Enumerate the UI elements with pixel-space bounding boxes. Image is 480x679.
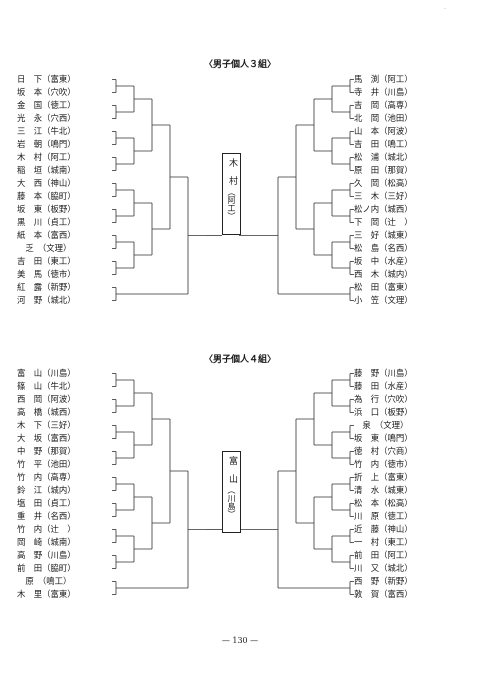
player-entry: 為 行（穴吹） <box>354 394 413 404</box>
player-entry: 紙 本（富西） <box>17 230 76 240</box>
player-entry: 吉 岡（高専） <box>354 100 413 110</box>
player-entry: 富 山（川島） <box>17 368 76 378</box>
player-entry: 西 野（新野） <box>354 576 413 586</box>
player-entry: 一 村（東工） <box>354 537 413 547</box>
player-entry: 敦 賀（富西） <box>354 589 413 599</box>
right-player-list: 藤 野（川島） 藤 田（水産） 為 行（穴吹） 浜 口（板野） 泉 （文理） 坂 東（鳴… <box>354 367 413 601</box>
player-entry: 高 野（川島） <box>17 550 76 560</box>
player-entry: 塩 田（貞工） <box>17 498 76 508</box>
player-entry: 篠 山（牛北） <box>17 381 76 391</box>
winner-name: 富 山 <box>227 456 237 483</box>
right-player-list: 馬 渕（阿工） 寺 井（川島） 吉 岡（高専） 北 岡（池田） 山 本（阿波） 吉 田（鳴… <box>354 73 413 307</box>
player-entry: 坂 中（水産） <box>354 256 413 266</box>
player-entry: 鈴 江（城内） <box>17 485 76 495</box>
left-player-list: 富 山（川島） 篠 山（牛北） 西 岡（阿波） 高 橋（城西） 木 下（三好） 大 坂（富… <box>17 367 76 601</box>
player-entry: 山 本（阿波） <box>354 126 413 136</box>
player-entry: 久 岡（松高） <box>354 178 413 188</box>
block-title: 〈男子個人４組〉 <box>203 355 276 365</box>
player-entry: 三 江（牛北） <box>17 126 76 136</box>
player-entry: 美 馬（徳市） <box>17 269 76 279</box>
player-entry: 松 島（名西） <box>354 243 413 253</box>
block-title: 〈男子個人３組〉 <box>203 60 276 70</box>
player-entry: 三 木（三好） <box>354 191 413 201</box>
player-entry: 木 村（阿工） <box>17 152 76 162</box>
player-entry: 大 西（神山） <box>17 178 76 188</box>
page-mark: . <box>444 4 446 11</box>
player-entry: 金 国（徳工） <box>17 100 76 110</box>
player-entry: 木 下（三好） <box>17 420 76 430</box>
player-entry: 川 原（徳工） <box>354 511 413 521</box>
player-entry: 徳 村（穴商） <box>354 446 413 456</box>
player-entry: 光 永（穴西） <box>17 113 76 123</box>
player-entry: 大 坂（富西） <box>17 433 76 443</box>
player-entry: 西 岡（阿波） <box>17 394 76 404</box>
player-entry: 原 田（那賀） <box>354 165 413 175</box>
player-entry: 浜 口（板野） <box>354 407 413 417</box>
player-entry: 河 野（城北） <box>17 295 76 305</box>
player-entry: 前 田（脇町） <box>17 563 76 573</box>
player-entry: 清 水（城東） <box>354 485 413 495</box>
player-entry: 原 （鳴工） <box>17 576 72 586</box>
player-entry: 泉 （文理） <box>354 420 409 430</box>
winner-name: 木 村 <box>227 158 237 185</box>
player-entry: 下 岡（辻 ） <box>354 217 413 227</box>
player-entry: 重 井（名西） <box>17 511 76 521</box>
player-entry: 坂 本（穴吹） <box>17 87 76 97</box>
player-entry: 中 野（那賀） <box>17 446 76 456</box>
player-entry: 木 里（富東） <box>17 589 76 599</box>
player-entry: 三 好（城東） <box>354 230 413 240</box>
winner-school: （川島） <box>227 486 236 518</box>
player-entry: 松 田（富東） <box>354 282 413 292</box>
left-player-list: 日 下（富東） 坂 本（穴吹） 金 国（徳工） 光 永（穴西） 三 江（牛北） 岩 朝（鳴… <box>17 73 76 307</box>
player-entry: 乏 （文理） <box>17 243 72 253</box>
player-entry: 黒 川（貞工） <box>17 217 76 227</box>
player-entry: 竹 内（辻 ） <box>17 524 76 534</box>
player-entry: 藤 野（川島） <box>354 368 413 378</box>
player-entry: 岡 崎（城南） <box>17 537 76 547</box>
player-entry: 松 本（松高） <box>354 498 413 508</box>
player-entry: 稲 垣（城南） <box>17 165 76 175</box>
player-entry: 坂 東（鳴門） <box>354 433 413 443</box>
player-entry: 藤 本（脇町） <box>17 191 76 201</box>
player-entry: 高 橋（城西） <box>17 407 76 417</box>
player-entry: 馬 渕（阿工） <box>354 74 413 84</box>
winner-school: （阿工） <box>227 188 236 220</box>
player-entry: 折 上（富東） <box>354 472 413 482</box>
winner-box: 富 山 （川島） <box>222 451 241 533</box>
player-entry: 藤 田（水産） <box>354 381 413 391</box>
winner-box: 木 村 （阿工） <box>222 153 241 235</box>
player-entry: 松ノ内（城西） <box>354 204 413 214</box>
player-entry: 岩 朝（鳴門） <box>17 139 76 149</box>
player-entry: 竹 内（高専） <box>17 472 76 482</box>
player-entry: 川 又（城北） <box>354 563 413 573</box>
player-entry: 日 下（富東） <box>17 74 76 84</box>
player-entry: 竹 内（徳市） <box>354 459 413 469</box>
player-entry: 前 田（阿工） <box>354 550 413 560</box>
player-entry: 近 藤（神山） <box>354 524 413 534</box>
player-entry: 竹 平（池田） <box>17 459 76 469</box>
player-entry: 西 木（城内） <box>354 269 413 279</box>
player-entry: 坂 東（板野） <box>17 204 76 214</box>
player-entry: 吉 田（鳴工） <box>354 139 413 149</box>
player-entry: 北 岡（池田） <box>354 113 413 123</box>
page-number: — 130 — <box>221 636 259 645</box>
player-entry: 松 浦（城北） <box>354 152 413 162</box>
player-entry: 吉 田（東工） <box>17 256 76 266</box>
player-entry: 紅 露（新野） <box>17 282 76 292</box>
player-entry: 小 笠（文理） <box>354 295 413 305</box>
player-entry: 寺 井（川島） <box>354 87 413 97</box>
